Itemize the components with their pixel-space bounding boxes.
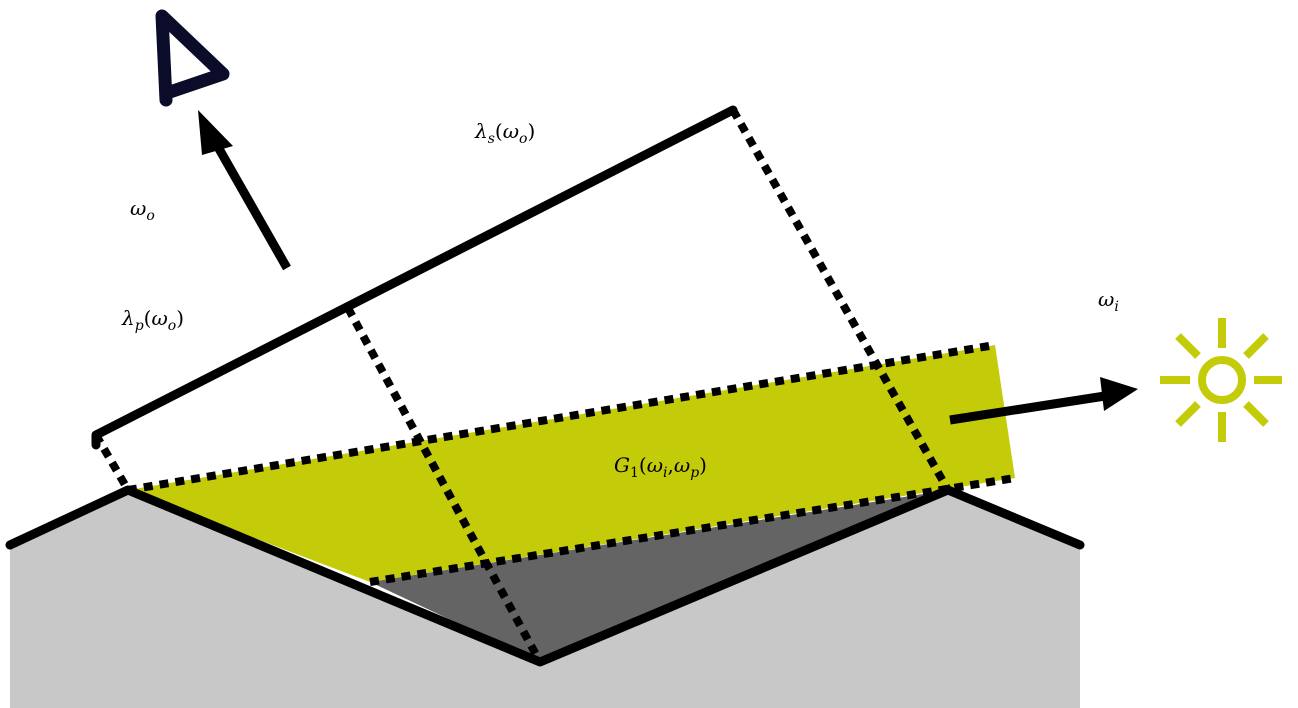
projected-area-line bbox=[91, 105, 738, 450]
label-omega-i: ωi bbox=[1098, 287, 1119, 315]
outgoing-direction-arrow bbox=[198, 110, 291, 271]
surface-profile bbox=[5, 485, 1085, 667]
beam-borders bbox=[127, 341, 1016, 586]
projection-dotted-lines bbox=[92, 108, 952, 664]
light-beam-band bbox=[128, 345, 1015, 582]
viewer-eye-icon bbox=[155, 9, 230, 107]
sun-icon bbox=[1160, 318, 1282, 442]
label-omega-o: ωo bbox=[130, 196, 155, 224]
label-g1: G1(ωi,ωp) bbox=[614, 453, 707, 481]
ground-region bbox=[10, 490, 1080, 708]
label-lambda-p: λp(ωo) bbox=[121, 306, 184, 334]
label-lambda-s: λs(ωo) bbox=[474, 119, 535, 147]
incoming-direction-arrow bbox=[949, 377, 1138, 425]
